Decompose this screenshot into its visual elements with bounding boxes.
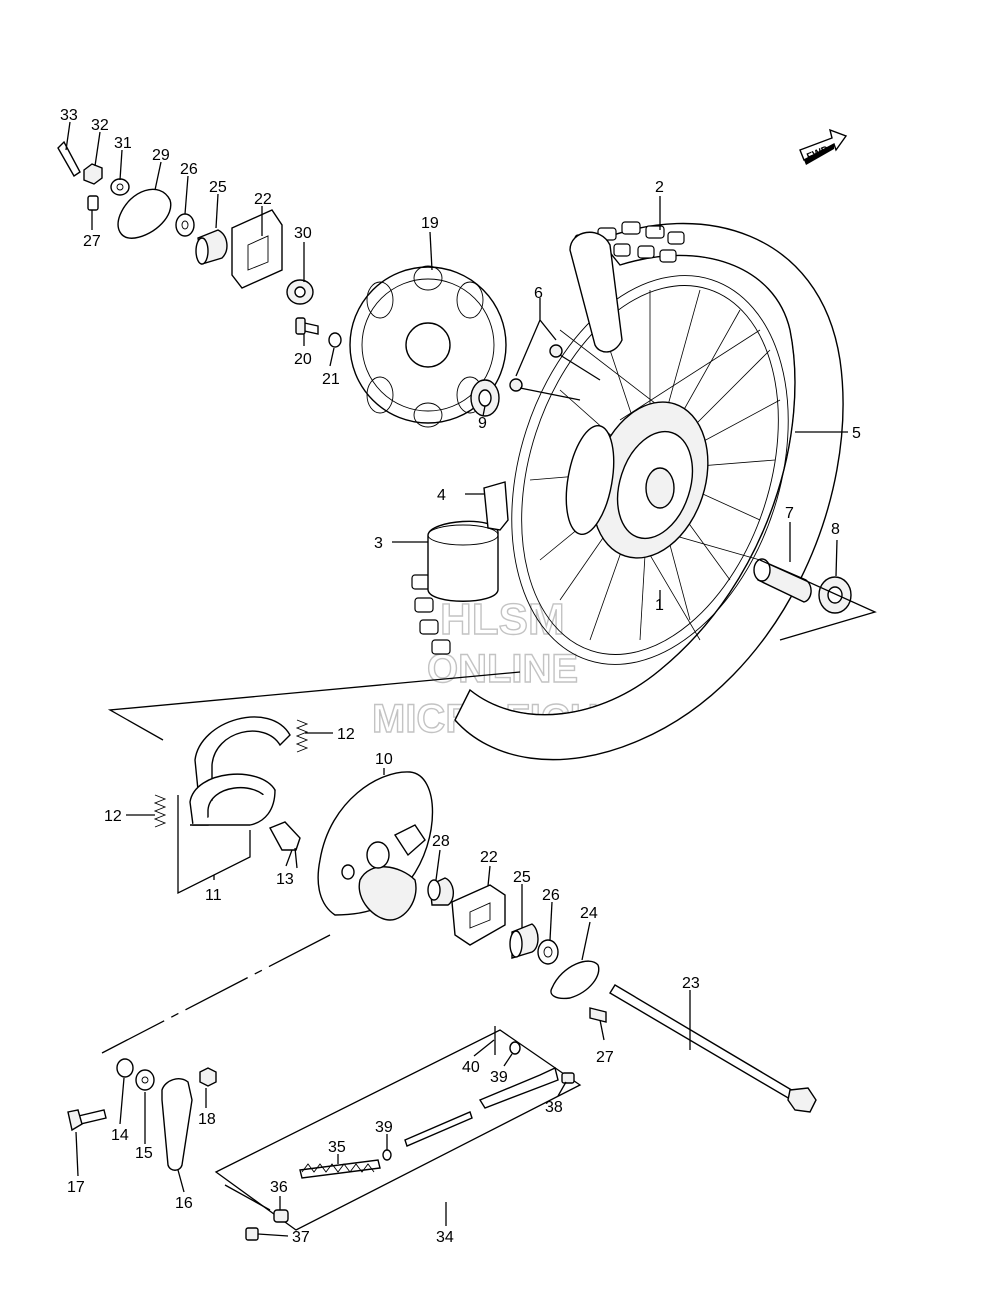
callout-26-top: 26: [180, 161, 198, 178]
callout-26-bottom: 26: [542, 887, 560, 904]
callout-labels: 33 32 31 29 26 25 22 27 30 20 21 19 9 2 …: [60, 107, 861, 1246]
hub-bolts: [509, 344, 601, 401]
callout-25-top: 25: [209, 179, 227, 196]
brake-panel: [317, 771, 434, 921]
bearing-9: [470, 379, 500, 417]
fwd-arrow-icon: FWD: [799, 128, 848, 165]
callout-27-bottom: 27: [596, 1049, 614, 1066]
callout-28: 28: [432, 833, 450, 850]
callout-9: 9: [478, 415, 487, 432]
brake-cam: [269, 821, 301, 869]
callout-37: 37: [292, 1229, 310, 1246]
callout-12-left: 12: [104, 808, 122, 825]
callout-32: 32: [91, 117, 109, 134]
callout-29: 29: [152, 147, 170, 164]
callout-12-top: 12: [337, 726, 355, 743]
callout-5: 5: [852, 425, 861, 442]
callout-40: 40: [462, 1059, 480, 1076]
rear-wheel-assembly: [411, 221, 844, 761]
callout-6: 6: [534, 285, 543, 302]
leader-lines: [65, 121, 848, 1237]
callout-18: 18: [198, 1111, 216, 1128]
callout-17: 17: [67, 1179, 85, 1196]
callout-35: 35: [328, 1139, 346, 1156]
callout-16: 16: [175, 1195, 193, 1212]
callout-2: 2: [655, 179, 664, 196]
damper-parts: [427, 481, 509, 602]
callout-39-left: 39: [375, 1119, 393, 1136]
callout-36: 36: [270, 1179, 288, 1196]
callout-25-bottom: 25: [513, 869, 531, 886]
callout-10: 10: [375, 751, 393, 768]
callout-7: 7: [785, 505, 794, 522]
callout-21: 21: [322, 371, 340, 388]
callout-14: 14: [111, 1127, 129, 1144]
callout-27-top: 27: [83, 233, 101, 250]
left-adjuster-parts: [57, 140, 342, 348]
assembly-guide-lines: [101, 559, 877, 1054]
callout-24: 24: [580, 905, 598, 922]
callout-3: 3: [374, 535, 383, 552]
callout-31: 31: [114, 135, 132, 152]
callout-23: 23: [682, 975, 700, 992]
callout-15: 15: [135, 1145, 153, 1162]
callout-11: 11: [205, 887, 222, 904]
callout-39-right: 39: [490, 1069, 508, 1086]
watermark-line1: HLSM: [440, 595, 565, 644]
callout-8: 8: [831, 521, 840, 538]
callout-34: 34: [436, 1229, 454, 1246]
brake-rod-assembly: [214, 1026, 582, 1241]
callout-22-bottom: 22: [480, 849, 498, 866]
callout-19: 19: [421, 215, 439, 232]
callout-30: 30: [294, 225, 312, 242]
callout-38: 38: [545, 1099, 563, 1116]
callout-13: 13: [276, 871, 294, 888]
callout-4: 4: [437, 487, 446, 504]
callout-22-top: 22: [254, 191, 272, 208]
callout-33: 33: [60, 107, 78, 124]
callout-1: 1: [655, 597, 664, 614]
brake-arm-parts: [67, 1058, 217, 1171]
callout-20: 20: [294, 351, 312, 368]
brake-shoe-assembly: [153, 716, 309, 895]
right-adjuster-parts: [427, 877, 817, 1113]
watermark-line2: ONLINE: [427, 647, 578, 691]
axle-spacers: [753, 558, 852, 614]
sprocket: [349, 265, 507, 428]
